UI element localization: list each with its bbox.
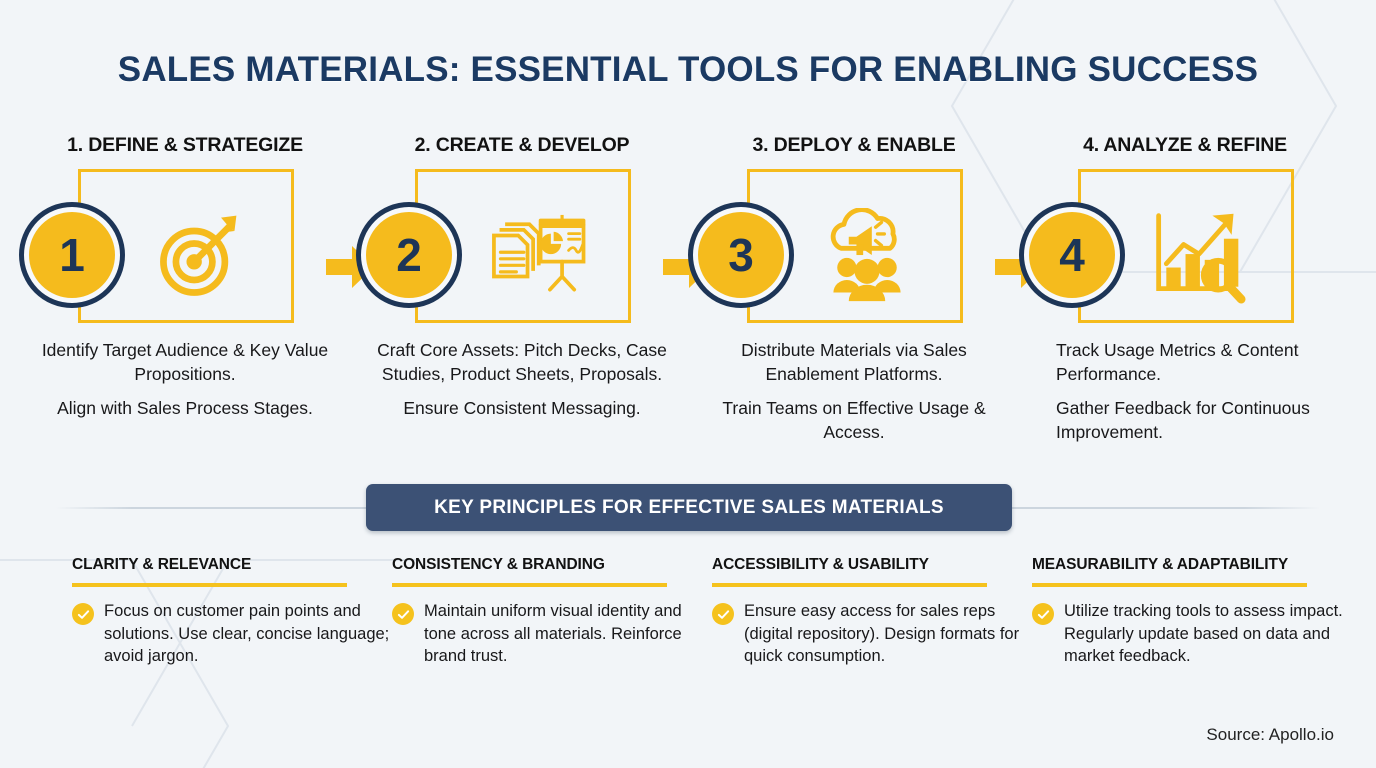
check-icon (72, 603, 94, 625)
step-1-heading: 1. DEFINE & STRATEGIZE (67, 134, 303, 156)
step-3-description: Distribute Materials via Sales Enablemen… (699, 338, 1009, 444)
step-3-desc-line-1: Distribute Materials via Sales Enablemen… (741, 340, 967, 384)
step-2-heading: 2. CREATE & DEVELOP (414, 134, 630, 156)
step-1-description: Identify Target Audience & Key Value Pro… (30, 338, 340, 420)
check-icon (392, 603, 414, 625)
step-3-visual: 3 (693, 166, 1009, 326)
page-title: SALES MATERIALS: ESSENTIAL TOOLS FOR ENA… (117, 50, 1259, 89)
principle-clarity-relevance: CLARITY & RELEVANCE Focus on customer pa… (72, 556, 392, 668)
key-principles-banner: KEY PRINCIPLES FOR EFFECTIVE SALES MATER… (366, 484, 1012, 531)
step-3: 3. DEPLOY & ENABLE 3 (693, 128, 1043, 458)
principle-4-text: Utilize tracking tools to assess impact.… (1064, 602, 1343, 665)
process-steps: 1. DEFINE & STRATEGIZE 1 (24, 128, 1346, 458)
step-4-heading: 4. ANALYZE & REFINE (1083, 134, 1287, 156)
target-arrow-icon (142, 208, 254, 304)
cloud-megaphone-team-icon (811, 208, 923, 304)
check-icon (1032, 603, 1054, 625)
principle-3-title: ACCESSIBILITY & USABILITY (712, 556, 929, 573)
step-4-description: Track Usage Metrics & Content Performanc… (1030, 338, 1340, 444)
principle-measurability-adaptability: MEASURABILITY & ADAPTABILITY Utilize tra… (1032, 556, 1352, 668)
principle-3-underline (712, 583, 987, 587)
step-1-desc-line-2: Align with Sales Process Stages. (57, 398, 313, 418)
principle-3-body: Ensure easy access for sales reps (digit… (712, 600, 1032, 668)
bar-chart-magnifier-icon (1142, 208, 1254, 304)
step-4-number-badge: 4 (1024, 207, 1120, 303)
principle-2-text: Maintain uniform visual identity and ton… (424, 602, 682, 665)
step-4-desc-line-2: Gather Feedback for Continuous Improveme… (1056, 398, 1310, 442)
step-3-heading: 3. DEPLOY & ENABLE (752, 134, 956, 156)
step-2-description: Craft Core Assets: Pitch Decks, Case Stu… (367, 338, 677, 420)
principle-4-underline (1032, 583, 1307, 587)
principle-accessibility-usability: ACCESSIBILITY & USABILITY Ensure easy ac… (712, 556, 1032, 668)
check-icon (712, 603, 734, 625)
principle-4-title: MEASURABILITY & ADAPTABILITY (1032, 556, 1289, 573)
principle-1-title: CLARITY & RELEVANCE (72, 556, 252, 573)
step-4: 4. ANALYZE & REFINE 4 (1024, 128, 1340, 458)
documents-presentation-icon (479, 208, 591, 304)
principle-1-underline (72, 583, 347, 587)
step-3-number-badge: 3 (693, 207, 789, 303)
step-1-number-badge: 1 (24, 207, 120, 303)
step-4-desc-line-1: Track Usage Metrics & Content Performanc… (1056, 340, 1299, 384)
step-2-desc-line-1: Craft Core Assets: Pitch Decks, Case Stu… (377, 340, 667, 384)
principle-3-text: Ensure easy access for sales reps (digit… (744, 602, 1020, 665)
step-3-desc-line-2: Train Teams on Effective Usage & Access. (722, 398, 986, 442)
principle-consistency-branding: CONSISTENCY & BRANDING Maintain uniform … (392, 556, 712, 668)
step-2-desc-line-2: Ensure Consistent Messaging. (403, 398, 641, 418)
step-1-desc-line-1: Identify Target Audience & Key Value Pro… (41, 340, 329, 384)
step-1-visual: 1 (24, 166, 340, 326)
step-1: 1. DEFINE & STRATEGIZE 1 (24, 128, 374, 458)
principle-2-underline (392, 583, 667, 587)
principle-2-body: Maintain uniform visual identity and ton… (392, 600, 712, 668)
step-2-number-badge: 2 (361, 207, 457, 303)
principle-1-text: Focus on customer pain points and soluti… (104, 602, 390, 665)
step-4-visual: 4 (1024, 166, 1340, 326)
principle-1-body: Focus on customer pain points and soluti… (72, 600, 392, 668)
step-2: 2. CREATE & DEVELOP 2 (361, 128, 711, 458)
source-attribution: Source: Apollo.io (1206, 725, 1334, 744)
principle-2-title: CONSISTENCY & BRANDING (392, 556, 605, 573)
principle-4-body: Utilize tracking tools to assess impact.… (1032, 600, 1352, 668)
key-principles-list: CLARITY & RELEVANCE Focus on customer pa… (30, 556, 1346, 716)
step-2-visual: 2 (361, 166, 677, 326)
